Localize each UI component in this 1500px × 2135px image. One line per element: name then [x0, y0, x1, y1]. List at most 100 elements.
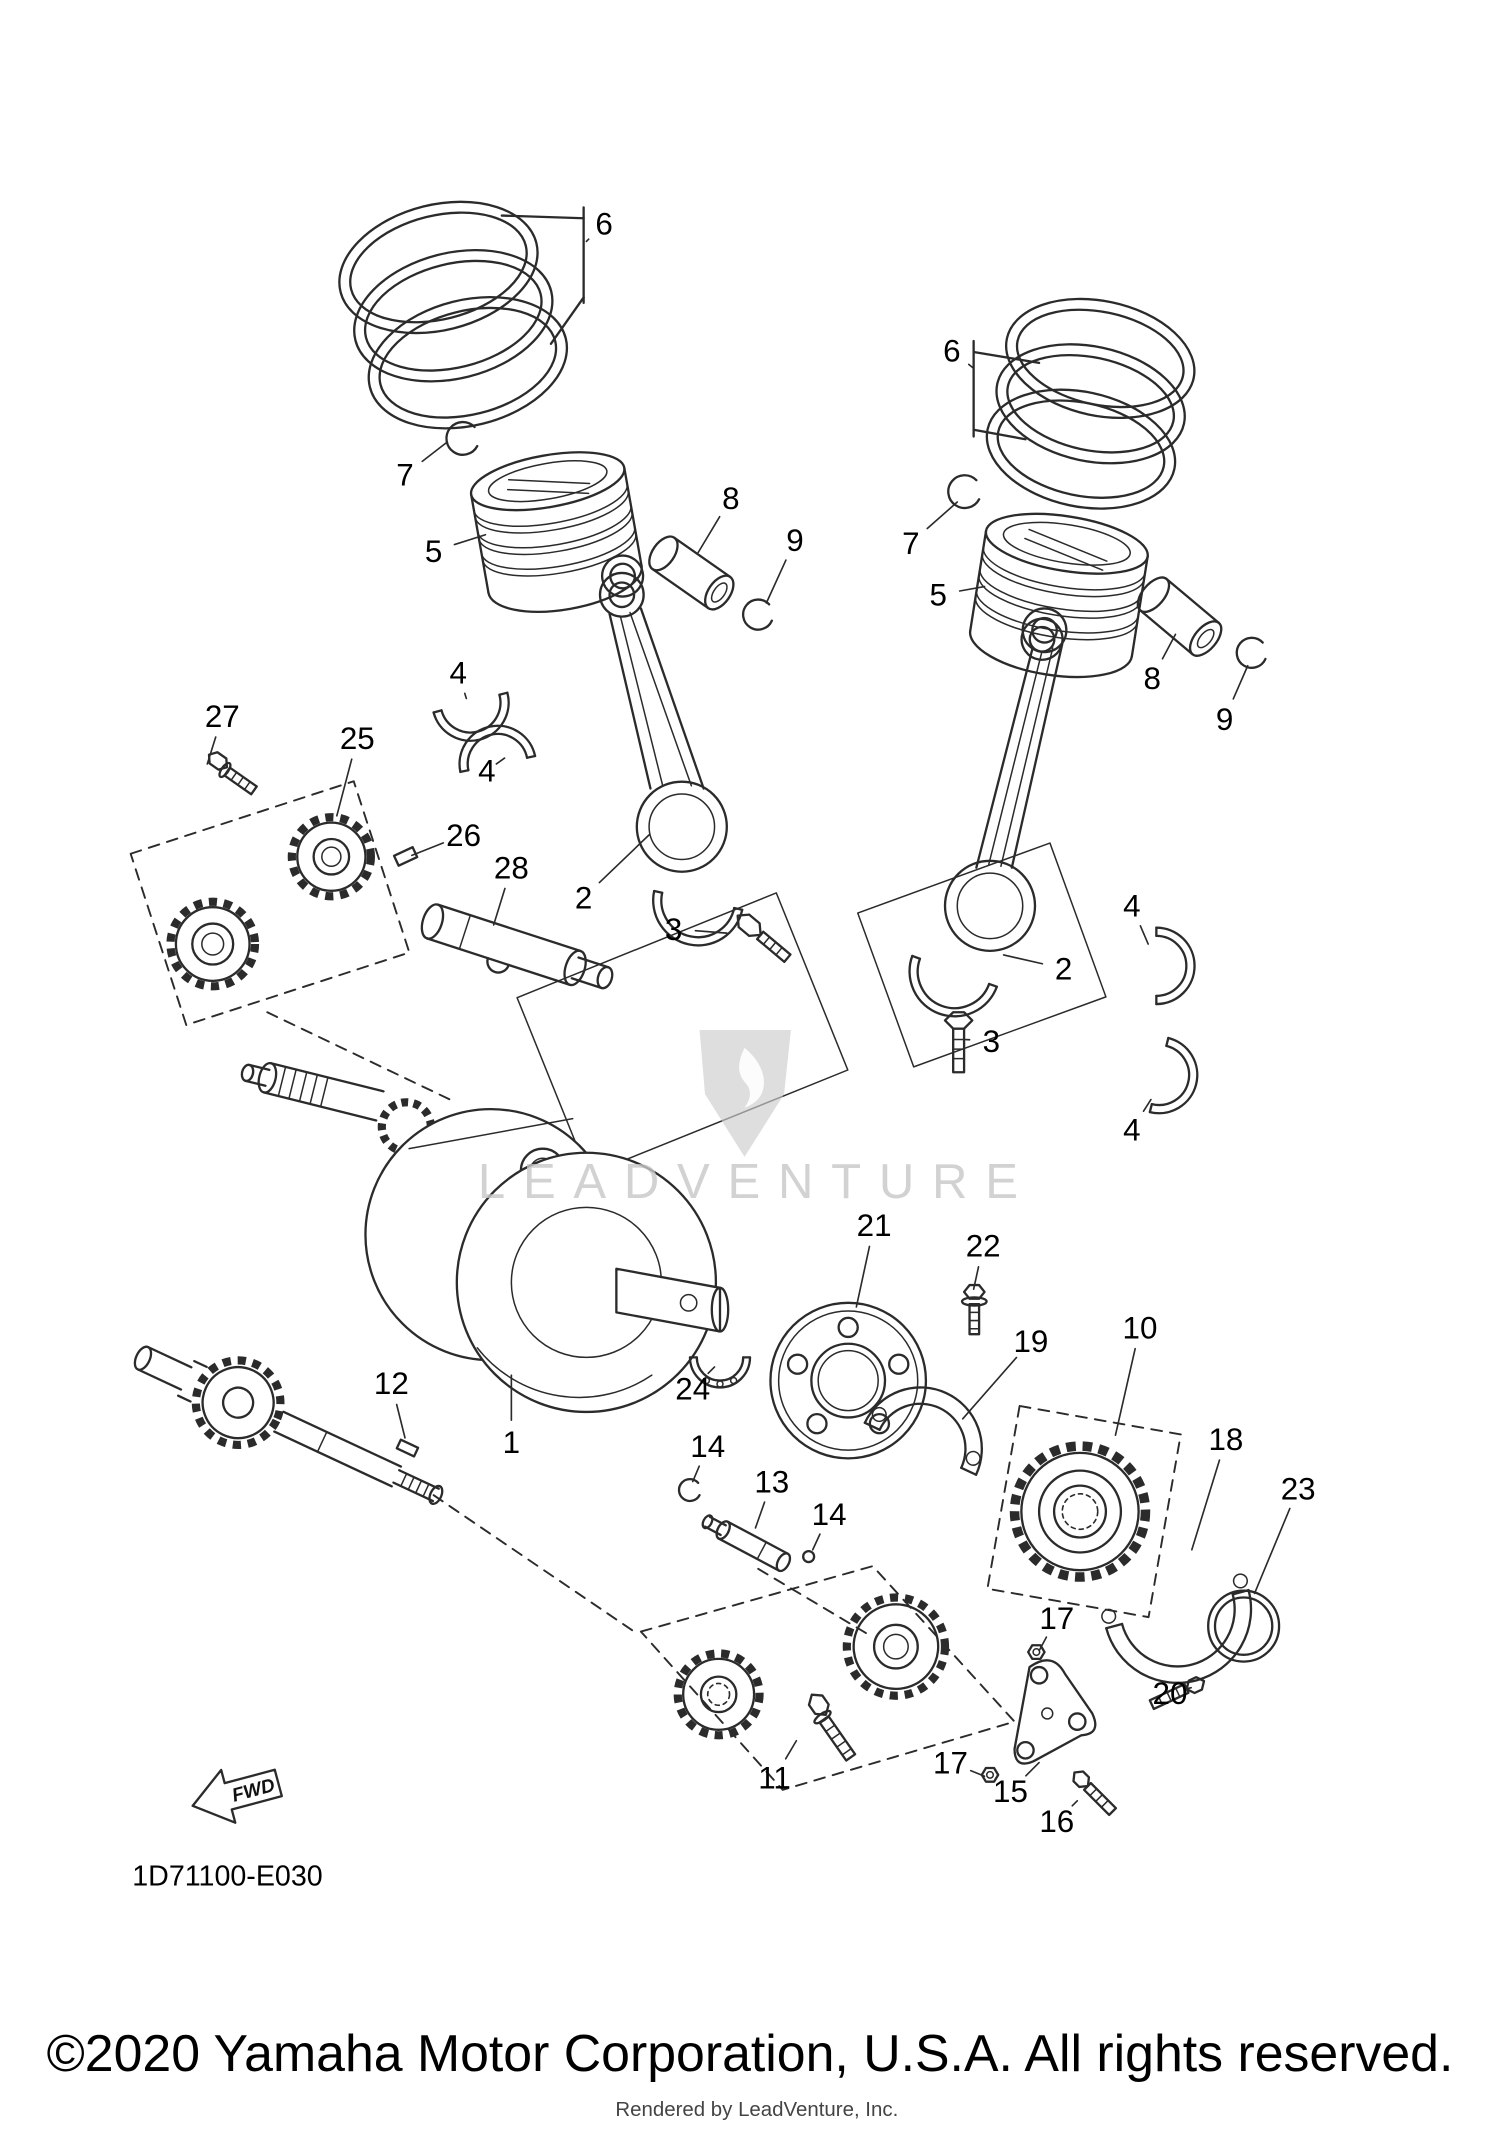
- nut-17a: [1027, 1644, 1046, 1661]
- callout-6[interactable]: 6: [943, 334, 960, 369]
- leader-line: [961, 1356, 1018, 1420]
- leader-line: [784, 1739, 798, 1760]
- callout-5[interactable]: 5: [425, 534, 442, 569]
- callout-7[interactable]: 7: [902, 526, 919, 561]
- callout-6[interactable]: 6: [595, 207, 612, 242]
- callout-2[interactable]: 2: [575, 881, 592, 916]
- leader-line: [411, 842, 445, 857]
- leader-line: [1025, 1761, 1040, 1777]
- leader-line: [967, 363, 975, 370]
- piston-ring-set-left: [338, 200, 569, 430]
- callout-19[interactable]: 19: [1013, 1324, 1048, 1359]
- callout-16[interactable]: 16: [1039, 1804, 1074, 1839]
- callout-26[interactable]: 26: [446, 818, 481, 853]
- bolt-22: [960, 1283, 988, 1336]
- leader-line: [765, 559, 787, 604]
- ring-set-left-bracket: [500, 206, 585, 345]
- leader-line: [1185, 1686, 1192, 1690]
- connecting-rod-left: [598, 571, 728, 873]
- leader-line: [336, 758, 353, 817]
- leader-line: [1038, 1636, 1048, 1652]
- callout-8[interactable]: 8: [1144, 661, 1161, 696]
- leader-line: [421, 441, 449, 463]
- callout-25[interactable]: 25: [340, 721, 375, 756]
- callout-11[interactable]: 11: [758, 1760, 791, 1795]
- callout-13[interactable]: 13: [754, 1464, 789, 1499]
- leader-line: [958, 585, 986, 592]
- rod-bolt-left: [736, 913, 792, 964]
- callout-9[interactable]: 9: [786, 523, 803, 558]
- callout-14[interactable]: 14: [690, 1429, 725, 1464]
- callout-3[interactable]: 3: [665, 912, 682, 947]
- callout-4[interactable]: 4: [1123, 1112, 1140, 1147]
- leader-line: [694, 929, 728, 934]
- piston-ring-set-right: [985, 297, 1196, 510]
- callout-5[interactable]: 5: [929, 578, 946, 613]
- piston-left: [469, 451, 645, 613]
- leader-line: [691, 1465, 701, 1483]
- rod-cap-left: [652, 889, 744, 947]
- callout-27[interactable]: 27: [205, 699, 240, 734]
- leader-line: [495, 757, 506, 765]
- callout-1[interactable]: 1: [503, 1425, 520, 1460]
- callout-4[interactable]: 4: [449, 655, 466, 690]
- primary-gear-set-25: [129, 780, 411, 1026]
- bearing-shell-left-b: [458, 724, 537, 774]
- callout-17[interactable]: 17: [933, 1745, 968, 1780]
- pin-14b: [802, 1549, 816, 1564]
- balancer-gear-group: [639, 1565, 1016, 1791]
- callout-12[interactable]: 12: [374, 1366, 409, 1401]
- leader-line: [1253, 1507, 1291, 1595]
- leader-line: [811, 1533, 821, 1551]
- ring-set-right-bracket: [972, 339, 1041, 441]
- callout-7[interactable]: 7: [396, 458, 413, 493]
- circlip-right-upper: [947, 474, 981, 510]
- callout-28[interactable]: 28: [494, 851, 529, 886]
- callout-8[interactable]: 8: [722, 481, 739, 516]
- circlip-left-lower: [741, 598, 773, 631]
- callout-10[interactable]: 10: [1123, 1310, 1158, 1345]
- leader-line: [463, 692, 468, 700]
- callout-3[interactable]: 3: [983, 1024, 1000, 1059]
- shaft-13: [701, 1514, 792, 1573]
- leader-line: [1114, 1347, 1136, 1436]
- callout-22[interactable]: 22: [966, 1228, 1001, 1263]
- callout-4[interactable]: 4: [1123, 889, 1140, 924]
- rod-bolt-right: [943, 1011, 974, 1074]
- bearing-housing-18: [1101, 1573, 1253, 1684]
- callout-4[interactable]: 4: [478, 754, 495, 789]
- bearing-shell-left-a: [432, 691, 510, 742]
- oring-23: [1207, 1589, 1281, 1663]
- callout-20[interactable]: 20: [1153, 1676, 1188, 1711]
- bolt-11: [807, 1693, 857, 1762]
- callout-21[interactable]: 21: [857, 1208, 892, 1243]
- key-12: [395, 1438, 420, 1458]
- callout-23[interactable]: 23: [1281, 1471, 1316, 1506]
- leader-line: [1232, 664, 1249, 700]
- callout-2[interactable]: 2: [1055, 952, 1072, 987]
- callout-14[interactable]: 14: [812, 1497, 847, 1532]
- bearing-shell-right-b: [1148, 1036, 1199, 1115]
- leader-line: [1002, 954, 1044, 965]
- callout-24[interactable]: 24: [675, 1372, 710, 1407]
- callout-15[interactable]: 15: [993, 1774, 1028, 1809]
- callout-18[interactable]: 18: [1208, 1422, 1243, 1457]
- rendered-by-text: Rendered by LeadVenture, Inc.: [615, 2098, 898, 2121]
- piston-pin-right: [1136, 576, 1223, 657]
- bearing-retainer-19: [863, 1386, 983, 1476]
- bearing-shell-right-a: [1155, 926, 1196, 1006]
- leader-line: [969, 1769, 986, 1778]
- callout-17[interactable]: 17: [1039, 1601, 1074, 1636]
- leadventure-watermark: LEADVENTURE: [478, 1029, 1018, 1209]
- connecting-rod-right: [943, 607, 1068, 953]
- bracket-15: [1013, 1659, 1097, 1765]
- balancer-shaft: [133, 1345, 444, 1506]
- circlip-left-upper: [445, 420, 479, 456]
- group-box-left: [516, 892, 849, 1176]
- crankshaft-1: [240, 1061, 730, 1414]
- leader-line: [1191, 1459, 1221, 1551]
- leader-line: [1139, 925, 1149, 945]
- callout-9[interactable]: 9: [1216, 702, 1233, 737]
- balancer-drive-shaft-28: [420, 903, 614, 990]
